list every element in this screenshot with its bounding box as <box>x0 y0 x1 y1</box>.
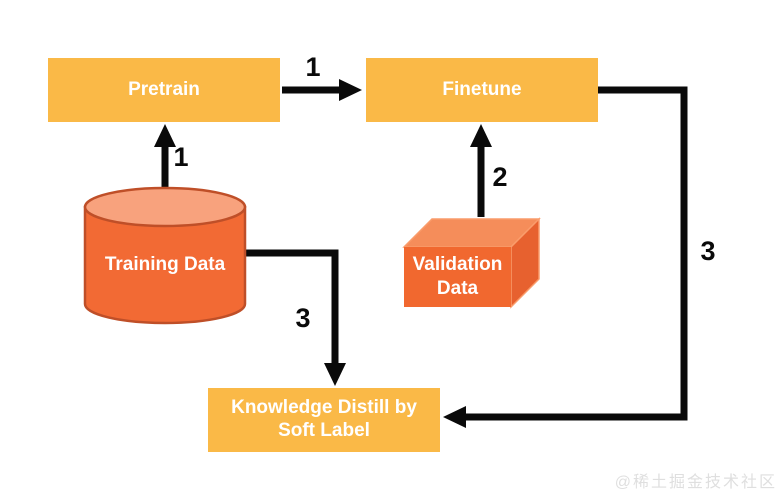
edge-label-validation-to-finetune: 2 <box>492 161 508 192</box>
node-pretrain: Pretrain <box>48 58 280 122</box>
edge-label-pretrain-to-finetune: 1 <box>305 51 321 82</box>
node-finetune-label: Finetune <box>442 78 522 100</box>
cylinder-body <box>83 205 247 325</box>
edge-training-to-knowledge <box>245 249 346 386</box>
node-finetune: Finetune <box>366 58 598 122</box>
node-knowledge-distill: Knowledge Distill by Soft Label <box>208 388 440 452</box>
cuboid-front-face <box>404 247 511 307</box>
watermark-text: @稀土掘金技术社区 <box>614 474 777 491</box>
edge-label-training-to-pretrain: 1 <box>173 141 189 172</box>
node-pretrain-label: Pretrain <box>128 78 200 100</box>
validation-data-label: Validation Data <box>412 254 503 299</box>
node-knowledge-distill-label: Knowledge Distill by Soft Label <box>231 397 417 441</box>
cylinder-top <box>83 186 247 228</box>
training-data-label: Training Data <box>104 254 226 276</box>
training-data-cylinder <box>83 186 247 325</box>
validation-data-cuboid <box>402 217 541 309</box>
edge-label-finetune-to-knowledge: 3 <box>700 235 716 266</box>
edge-finetune-to-knowledge <box>443 86 688 428</box>
edge-label-training-to-knowledge: 3 <box>295 302 311 333</box>
